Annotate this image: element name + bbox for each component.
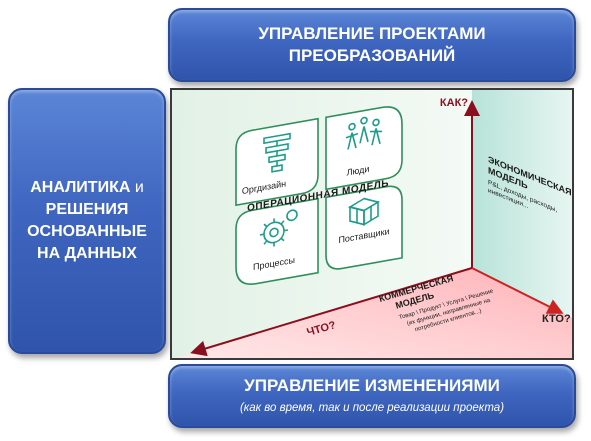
analytics-line1: АНАЛИТИКА и xyxy=(30,177,144,199)
axis-how-label: КАК? xyxy=(440,97,468,109)
analytics-line3: ОСНОВАННЫЕ xyxy=(27,223,147,240)
tile-people xyxy=(325,106,403,191)
people-label: Люди xyxy=(347,164,370,178)
tile-suppliers xyxy=(325,185,403,270)
project-management-line1: УПРАВЛЕНИЕ ПРОЕКТАМИ xyxy=(258,24,486,43)
project-management-line2: ПРЕОБРАЗОВАНИЙ xyxy=(288,46,456,65)
economic-wall xyxy=(472,90,572,318)
analytics-line2: РЕШЕНИЯ xyxy=(45,201,129,218)
org-chart-icon xyxy=(263,132,291,173)
change-management-box: УПРАВЛЕНИЕ ИЗМЕНЕНИЯМИ (как во время, та… xyxy=(168,364,576,428)
axis-who-label: КТО? xyxy=(542,313,571,325)
project-management-box: УПРАВЛЕНИЕ ПРОЕКТАМИ ПРЕОБРАЗОВАНИЙ xyxy=(168,8,576,82)
diagram-canvas: КАК? ЧТО? КТО? xyxy=(172,90,572,358)
axis-who-line xyxy=(471,267,564,314)
commercial-floor xyxy=(178,268,572,358)
change-management-title: УПРАВЛЕНИЕ ИЗМЕНЕНИЯМИ xyxy=(244,376,500,395)
analytics-box: АНАЛИТИКА и РЕШЕНИЯ ОСНОВАННЫЕ НА ДАННЫХ xyxy=(8,88,166,354)
operating-model-diagram: КАК? ЧТО? КТО? xyxy=(170,88,574,360)
gear-icon xyxy=(260,209,298,247)
analytics-line4: НА ДАННЫХ xyxy=(37,245,137,262)
analytics-word: АНАЛИТИКА xyxy=(30,179,131,196)
analytics-and: и xyxy=(134,179,144,196)
axis-what-line xyxy=(190,267,473,357)
change-management-subtitle: (как во время, так и после реализации пр… xyxy=(239,402,505,414)
cube-icon xyxy=(347,197,381,226)
people-icon xyxy=(345,116,383,150)
